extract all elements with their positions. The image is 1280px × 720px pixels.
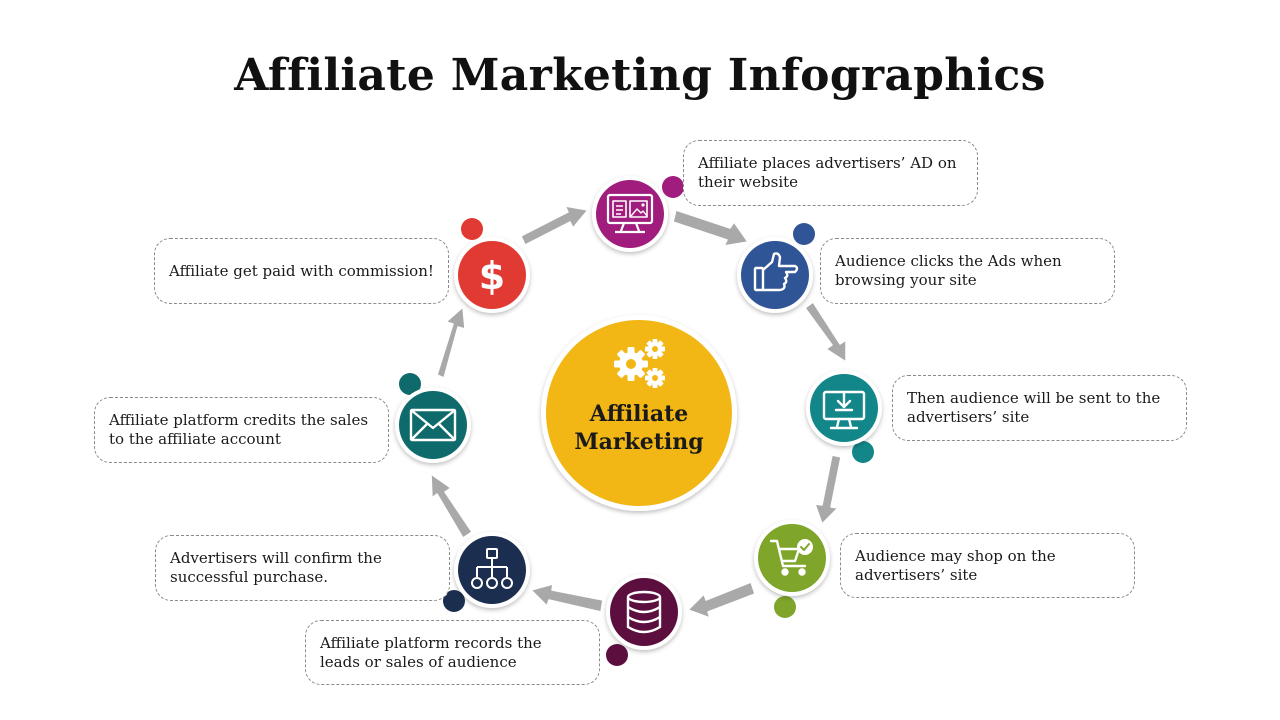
- shopping-cart-check-icon: [769, 539, 813, 576]
- arrow-5-to-6: [530, 583, 604, 613]
- database-icon: [626, 590, 662, 634]
- org-chart-icon: [471, 548, 513, 589]
- step-7-text: Affiliate platform credits the sales to …: [109, 411, 369, 448]
- dollar-icon: $: [479, 254, 505, 298]
- center-hub: [541, 315, 737, 511]
- step-8-dot: [461, 218, 483, 240]
- step-7-textbox: Affiliate platform credits the sales to …: [94, 397, 389, 463]
- arrow-3-to-4: [814, 454, 842, 525]
- center-label-line2: Marketing: [574, 429, 704, 455]
- step-2-textbox: Audience clicks the Ads when browsing yo…: [820, 238, 1115, 304]
- step-7-node: [395, 373, 471, 463]
- step-6-dot: [443, 590, 465, 612]
- step-5-textbox: Affiliate platform records the leads or …: [305, 620, 600, 685]
- monitor-image-icon: [606, 193, 654, 234]
- gears-icon: [614, 339, 665, 388]
- arrow-8-to-1: [520, 205, 589, 246]
- arrow-7-to-8: [436, 306, 466, 379]
- step-7-dot: [399, 373, 421, 395]
- step-3-node: [806, 370, 882, 463]
- step-6-textbox: Advertisers will confirm the successful …: [155, 535, 450, 601]
- step-3-dot: [852, 441, 874, 463]
- step-8-text: Affiliate get paid with commission!: [169, 261, 434, 280]
- step-2-node: [737, 223, 815, 313]
- arrow-6-to-7: [430, 473, 473, 539]
- step-8-textbox: Affiliate get paid with commission!: [154, 238, 449, 304]
- step-6-text: Advertisers will confirm the successful …: [170, 549, 382, 586]
- step-1-dot: [662, 176, 684, 198]
- step-2-text: Audience clicks the Ads when browsing yo…: [835, 252, 1062, 289]
- step-4-text: Audience may shop on the advertisers’ si…: [855, 546, 1056, 584]
- pointing-hand-icon: [753, 252, 799, 292]
- cycle-arrows: [430, 205, 847, 619]
- monitor-download-icon: [822, 390, 866, 430]
- step-8-node: $: [454, 218, 530, 313]
- page-title: Affiliate Marketing Infographics: [234, 50, 1046, 101]
- center-label: Affiliate Marketing: [541, 400, 737, 456]
- arrow-2-to-3: [804, 301, 847, 363]
- step-5-text: Affiliate platform records the leads or …: [320, 633, 542, 671]
- step-3-text: Then audience will be sent to the advert…: [907, 389, 1161, 426]
- step-2-dot: [793, 223, 815, 245]
- step-1-node: [592, 176, 684, 252]
- step-6-node: [443, 532, 530, 612]
- step-1-textbox: Affiliate places advertisers’ AD on thei…: [683, 140, 978, 206]
- step-3-textbox: Then audience will be sent to the advert…: [892, 375, 1187, 441]
- center-label-line1: Affiliate: [589, 401, 689, 427]
- arrow-1-to-2: [672, 209, 749, 247]
- arrow-4-to-5: [687, 581, 756, 619]
- step-4-textbox: Audience may shop on the advertisers’ si…: [840, 533, 1135, 598]
- step-4-node: [754, 520, 830, 618]
- envelope-icon: [409, 408, 457, 442]
- step-1-text: Affiliate places advertisers’ AD on thei…: [698, 154, 957, 191]
- step-5-node: [606, 574, 682, 666]
- step-5-dot: [606, 644, 628, 666]
- step-4-dot: [774, 596, 796, 618]
